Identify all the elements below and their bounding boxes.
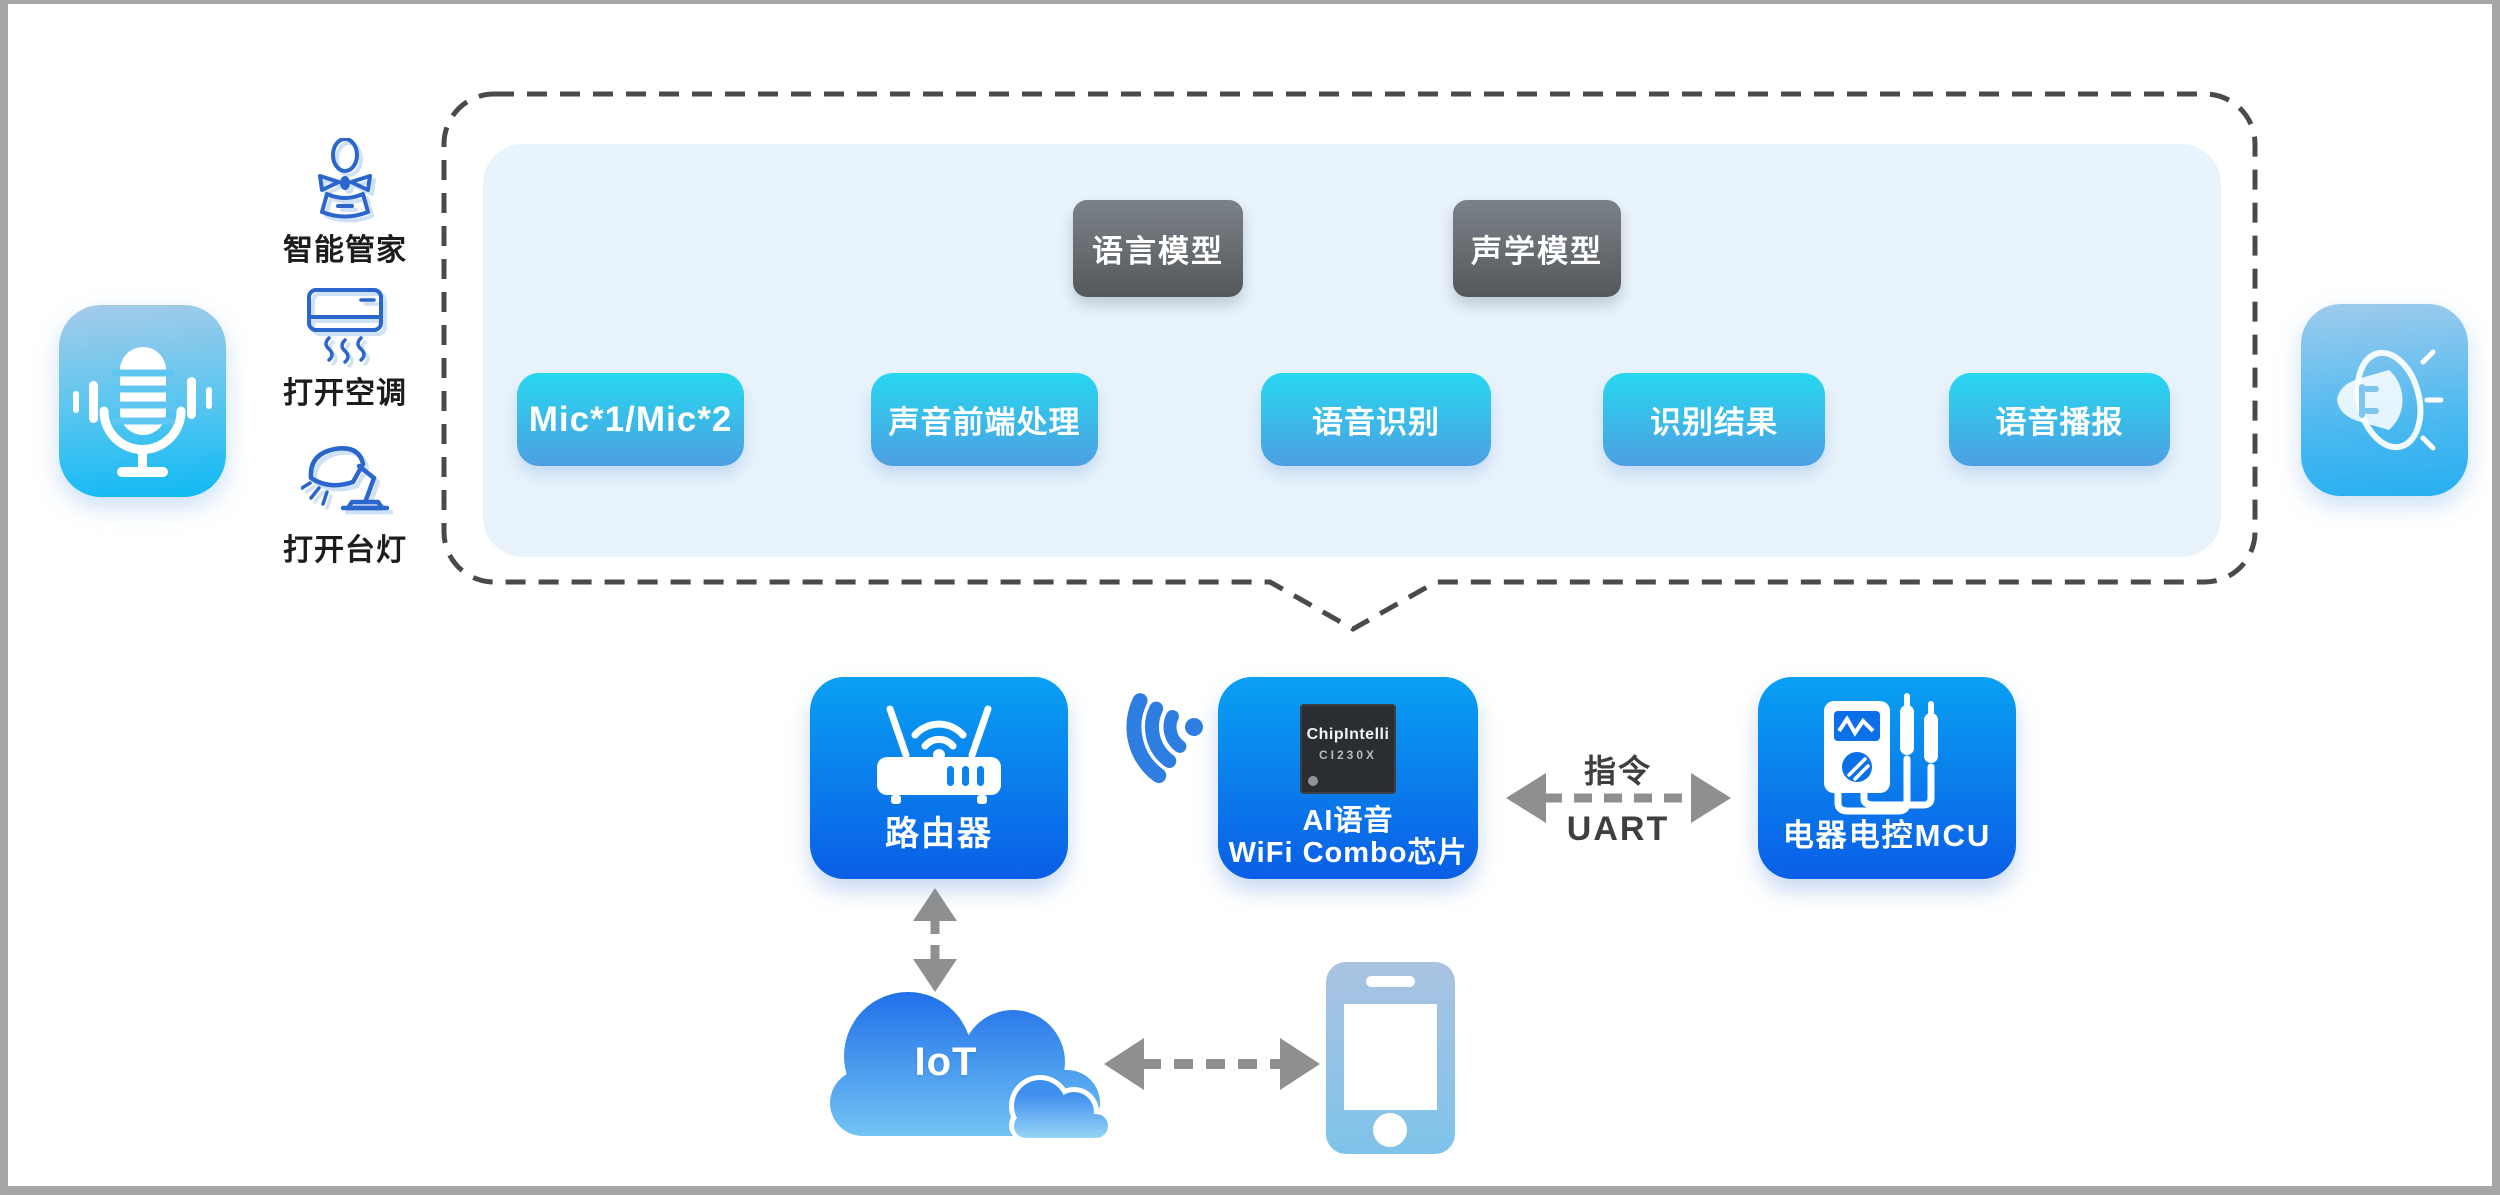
chip-label-line2: WiFi Combo芯片 (1228, 837, 1468, 869)
language-model-label: 语言模型 (1092, 234, 1224, 269)
mcu-box: 电器电控MCU (1758, 677, 2016, 879)
stage-frontend-box: 声音前端处理 (871, 373, 1098, 466)
microphone-tile (59, 305, 226, 497)
stage-mic-input-box: Mic*1/Mic*2 (517, 373, 744, 466)
chip-brand: ChipIntelli (1306, 726, 1390, 743)
smartphone-icon (1326, 962, 1455, 1154)
connectors-layer (441, 91, 2258, 1154)
chip-label: AI语音 WiFi Combo芯片 (1218, 805, 1478, 869)
uart-label: UART (1566, 810, 1670, 848)
pipeline-panel (483, 144, 2221, 557)
microphone-icon (73, 347, 212, 477)
stage-frontend-label: 声音前端处理 (888, 405, 1081, 440)
stage-tts-label: 语音播报 (1995, 405, 2124, 440)
speaker-icon (2337, 349, 2444, 451)
command-label-butler: 智能管家 (283, 234, 407, 267)
speaker-tile (2301, 304, 2468, 496)
stage-tts-box: 语音播报 (1949, 373, 2170, 466)
dashed-bubble-outline (441, 91, 2258, 632)
mcu-label: 电器电控MCU (1782, 818, 1992, 853)
butler-icon (318, 138, 372, 219)
router-cloud-arrow (913, 888, 957, 992)
air-conditioner-icon (307, 288, 383, 364)
chip-model: CI230X (1318, 748, 1378, 762)
acoustic-model-label: 声学模型 (1471, 234, 1603, 269)
cloud-icon (830, 992, 1113, 1142)
stage-asr-label: 语音识别 (1312, 405, 1440, 440)
chip-label-line1: AI语音 (1302, 805, 1394, 837)
chip-box: ChipIntelli CI230X AI语音 WiFi Combo芯片 (1218, 677, 1478, 879)
stage-result-box: 识别结果 (1603, 373, 1825, 466)
router-icon (877, 705, 1001, 804)
iot-cloud-label: IoT (914, 1040, 978, 1084)
chip-die-image: ChipIntelli CI230X (1300, 704, 1396, 794)
uart-arrow (1506, 773, 1731, 823)
desk-lamp-icon (301, 446, 389, 511)
uart-command-label: 指令 (1583, 753, 1652, 789)
cloud-phone-arrow (1104, 1038, 1320, 1090)
multimeter-icon (1824, 693, 1938, 815)
router-box: 路由器 (810, 677, 1068, 879)
acoustic-model-box: 声学模型 (1453, 200, 1621, 297)
stage-asr-box: 语音识别 (1261, 373, 1491, 466)
command-label-ac: 打开空调 (283, 377, 407, 410)
wifi-signal-icon (1126, 693, 1203, 784)
stage-mic-input-label: Mic*1/Mic*2 (528, 399, 733, 439)
router-label: 路由器 (885, 815, 993, 853)
command-label-lamp: 打开台灯 (283, 534, 407, 567)
chip-pin1-dot (1308, 776, 1318, 786)
stage-result-label: 识别结果 (1650, 405, 1778, 440)
language-model-box: 语言模型 (1073, 200, 1243, 297)
